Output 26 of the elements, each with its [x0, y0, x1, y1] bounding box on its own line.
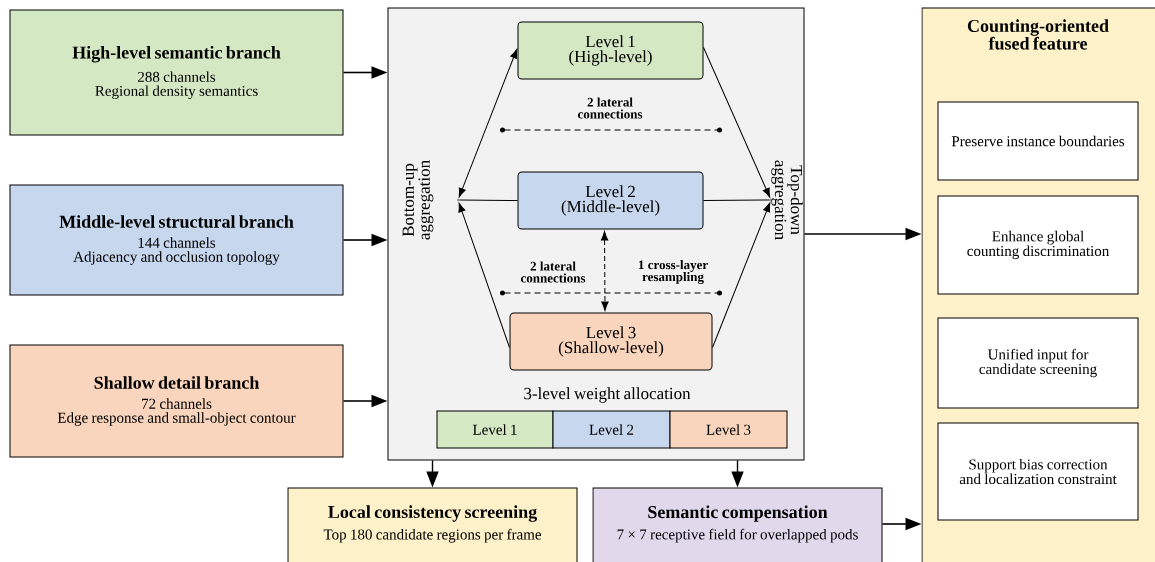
connection-label: 2 lateral connections — [577, 97, 643, 119]
branch-box: Shallow detail branch 72 channels Edge response and small-object contour — [9, 344, 344, 458]
arrow — [458, 49, 518, 198]
branch-box: High-level semantic branch 288 channels Regional density semantics — [9, 9, 344, 136]
feature-box: Unified input for candidate screening — [937, 317, 1139, 409]
result-box: Local consistency screening Top 180 candidate regions per frame — [287, 487, 578, 562]
level-box: Level 1 (High-level) — [517, 21, 704, 80]
arrow — [712, 202, 771, 348]
axis-label: Bottom-up aggregation — [402, 160, 434, 240]
arrow — [458, 202, 510, 348]
axis-label: Top-down aggregation — [771, 160, 803, 240]
bar-title: 3-level weight allocation — [524, 387, 691, 403]
level-box: Level 2 (Middle-level) — [517, 171, 704, 230]
feature-box: Preserve instance boundaries — [937, 101, 1139, 181]
weight-cell: Level 2 — [552, 410, 671, 449]
feature-box: Support bias correction and localization constraint — [937, 422, 1139, 521]
edge-label: 1 cross-layer resampling — [638, 260, 708, 284]
weight-cell: Level 3 — [669, 410, 788, 449]
level-box: Level 3 (Shallow-level) — [509, 312, 713, 371]
connection-label: 2 lateral connections — [520, 261, 586, 283]
arrow — [600, 231, 609, 311]
feature-box: Enhance global counting discrimination — [937, 195, 1139, 295]
result-box: Semantic compensation 7 × 7 receptive field for overlapped pods — [592, 487, 883, 562]
branch-box: Middle-level structural branch 144 channels Adjacency and occlusion topology — [9, 184, 344, 296]
arrow — [703, 47, 771, 198]
weight-cell: Level 1 — [436, 410, 554, 449]
